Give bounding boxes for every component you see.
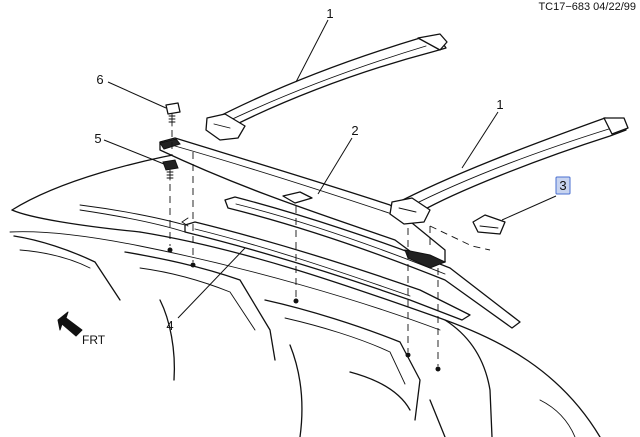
callout-5-nut: 5 <box>94 131 101 146</box>
longitudinal-rail <box>159 137 447 269</box>
stanchion-cover <box>429 214 506 251</box>
cross-bar-rear <box>389 117 629 225</box>
callout-3-stanchion-cover[interactable]: 3 <box>559 178 566 193</box>
roof-side-rail-far <box>224 196 521 329</box>
roof-side-rail-near <box>79 204 471 321</box>
callout-1-front-crossbar: 1 <box>326 6 333 21</box>
front-direction-label: FRT <box>82 333 106 347</box>
callout-4-roof-rail: 4 <box>166 318 173 333</box>
roof-mounting-holes <box>167 247 441 372</box>
assembly-lines <box>169 130 439 366</box>
callout-6-bolt: 6 <box>96 72 103 87</box>
bolt-6 <box>165 102 181 127</box>
drawing-code: TC17−683 04/22/99 <box>538 1 636 13</box>
callout-2-side-rail: 2 <box>351 123 358 138</box>
nut-5 <box>162 159 179 181</box>
rail-alignment-mark <box>181 217 189 227</box>
callout-leaders <box>103 19 557 319</box>
cross-bar-front <box>205 33 448 141</box>
front-direction-indicator: FRT <box>57 311 106 347</box>
callout-3-highlight <box>555 176 571 195</box>
front-arrow-icon <box>57 311 83 337</box>
callout-1-rear-crossbar: 1 <box>496 97 503 112</box>
